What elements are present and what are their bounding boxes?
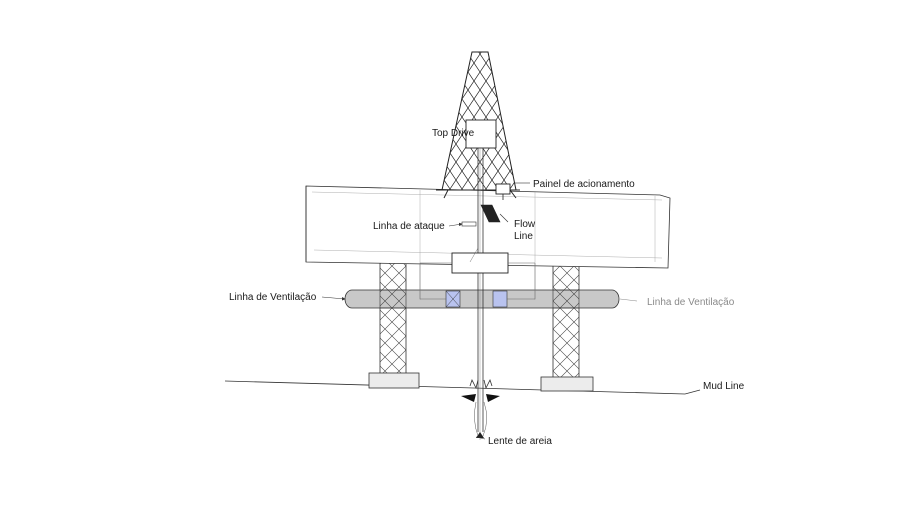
mud-line [224,380,701,395]
hull [305,185,671,300]
vent-connections [419,247,536,300]
label-flow-line-2: Line [514,231,533,242]
wellhead [461,378,500,438]
ventilation-pipe [344,289,620,309]
leader-lines [321,182,638,440]
valve-right [492,290,508,308]
valve-left [445,290,461,308]
top-drive [465,119,497,149]
painel-box-icon [495,183,511,200]
label-mud-line: Mud Line [703,381,745,392]
label-linha-ataque: Linha de ataque [373,221,445,232]
drill-string [477,148,484,440]
label-linha-vent-left: Linha de Ventilação [229,292,317,303]
linha-ataque-pipe [461,221,477,227]
bop-block [451,252,509,274]
label-lente: Lente de areia [488,436,552,447]
label-flow-line-1: Flow [514,219,536,230]
left-leg [368,261,420,389]
label-linha-vent-right: Linha de Ventilação [647,297,735,308]
right-leg [540,264,594,392]
label-painel: Painel de acionamento [533,179,635,190]
label-top-drive: Top Drive [432,128,475,139]
flow-line-icon [480,204,501,223]
